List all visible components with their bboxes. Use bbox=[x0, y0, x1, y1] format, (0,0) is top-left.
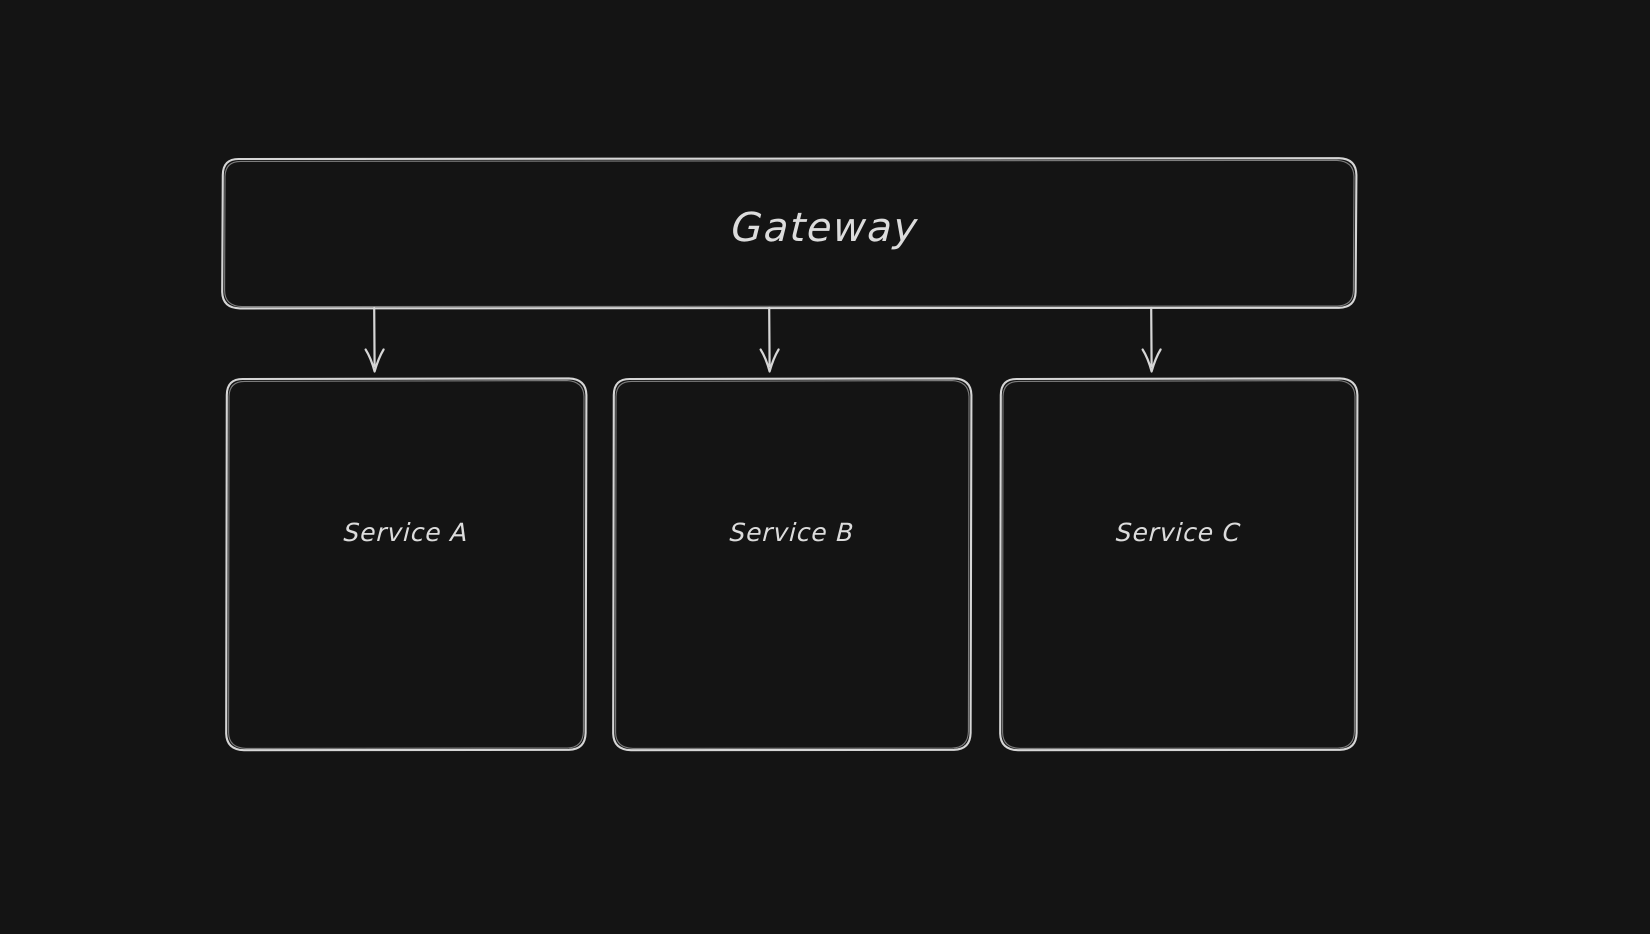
service-a-node-outline[interactable] bbox=[225, 377, 588, 752]
gateway-node[interactable] bbox=[222, 158, 1356, 308]
edge-gateway-service-b[interactable] bbox=[759, 306, 780, 373]
service-c-node-outline[interactable] bbox=[999, 377, 1359, 752]
edge-gateway-service-a[interactable] bbox=[364, 306, 385, 373]
service-c-node[interactable] bbox=[1000, 378, 1357, 750]
service-b-node-outline[interactable] bbox=[612, 377, 973, 752]
service-b-node[interactable] bbox=[613, 378, 971, 750]
edge-gateway-service-c[interactable] bbox=[1141, 306, 1162, 373]
service-a-node[interactable] bbox=[226, 378, 586, 750]
gateway-node-outline[interactable] bbox=[221, 157, 1358, 310]
